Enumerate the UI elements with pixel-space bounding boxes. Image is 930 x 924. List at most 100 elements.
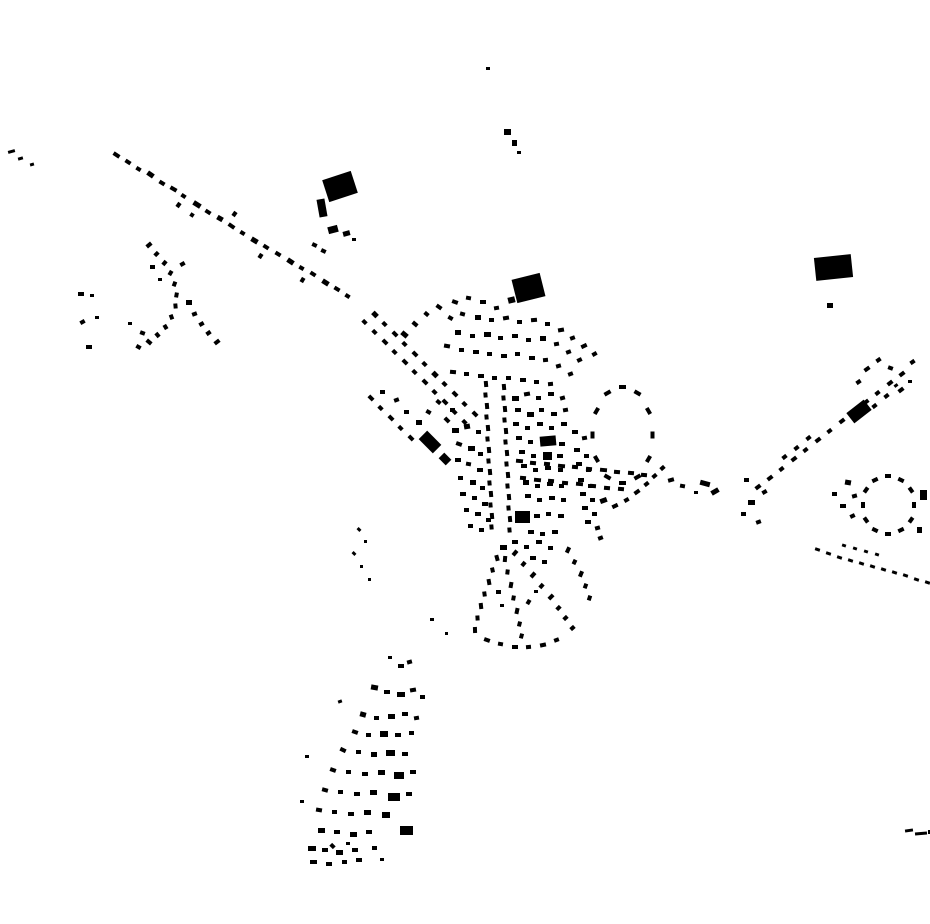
building-footprint xyxy=(564,546,572,554)
building-footprint xyxy=(496,590,501,594)
building-footprint xyxy=(542,560,547,564)
building-footprint xyxy=(397,692,405,697)
cluster-north-marks xyxy=(486,67,521,154)
building-footprint xyxy=(192,200,202,209)
building-footprint xyxy=(452,428,459,433)
building-footprint xyxy=(393,397,400,403)
building-footprint xyxy=(504,461,509,467)
building-footprint xyxy=(145,338,153,346)
cluster-farm-north xyxy=(507,272,546,304)
building-footprint xyxy=(498,336,503,340)
building-footprint xyxy=(407,434,415,442)
building-footprint xyxy=(475,615,480,621)
building-footprint xyxy=(315,807,323,813)
building-footprint xyxy=(552,530,558,534)
building-footprint xyxy=(613,469,621,475)
building-footprint xyxy=(494,554,500,562)
building-footprint xyxy=(86,345,92,349)
building-footprint xyxy=(216,214,224,223)
building-footprint xyxy=(112,151,121,159)
building-footprint xyxy=(348,812,354,816)
building-footprint xyxy=(538,582,545,590)
building-footprint xyxy=(461,400,468,408)
building-footprint xyxy=(512,540,518,544)
building-footprint xyxy=(523,480,529,485)
building-footprint xyxy=(381,320,388,328)
building-footprint xyxy=(558,468,563,472)
building-footprint xyxy=(545,466,551,470)
building-footprint xyxy=(435,398,442,406)
building-footprint xyxy=(459,311,466,317)
building-footprint xyxy=(322,170,358,203)
cluster-core-main-street xyxy=(483,380,513,533)
building-footprint xyxy=(482,502,488,506)
building-footprint xyxy=(298,265,305,271)
building-footprint xyxy=(329,767,337,773)
building-footprint xyxy=(321,787,329,793)
building-footprint xyxy=(516,621,523,627)
building-footprint xyxy=(342,860,347,864)
building-footprint xyxy=(367,394,375,402)
building-footprint xyxy=(651,472,658,480)
building-footprint xyxy=(515,511,530,523)
building-footprint xyxy=(286,257,295,266)
building-footprint xyxy=(503,427,509,435)
building-footprint xyxy=(588,484,593,488)
building-footprint xyxy=(438,452,452,466)
building-footprint xyxy=(162,323,169,331)
building-footprint xyxy=(79,319,86,325)
cluster-core-nw-diagonal-road xyxy=(361,310,479,426)
building-footprint xyxy=(891,570,898,575)
building-footprint xyxy=(316,198,328,218)
building-footprint xyxy=(7,149,16,154)
building-footprint xyxy=(813,254,854,281)
building-footprint xyxy=(874,389,881,397)
building-footprint xyxy=(519,450,525,454)
building-footprint xyxy=(128,322,132,325)
building-footprint xyxy=(766,474,774,482)
building-footprint xyxy=(139,330,146,336)
building-footprint xyxy=(571,558,578,566)
building-footprint xyxy=(174,292,179,298)
cluster-far-west-marks xyxy=(78,292,146,349)
building-footprint xyxy=(699,479,711,488)
building-footprint xyxy=(418,430,442,454)
building-footprint xyxy=(617,486,625,492)
building-footprint xyxy=(528,530,534,534)
building-footprint xyxy=(351,551,357,556)
cluster-core-east-flank xyxy=(572,430,686,541)
building-footprint xyxy=(406,659,413,665)
building-footprint xyxy=(342,230,351,237)
building-footprint xyxy=(468,524,473,528)
building-footprint xyxy=(487,468,493,476)
building-footprint xyxy=(359,711,367,718)
building-footprint xyxy=(450,408,455,412)
building-footprint xyxy=(569,624,576,632)
building-footprint xyxy=(380,731,388,737)
building-footprint xyxy=(169,185,178,193)
building-footprint xyxy=(593,406,600,416)
building-footprint xyxy=(158,278,162,281)
building-footprint xyxy=(512,396,519,401)
building-footprint xyxy=(421,360,428,368)
building-footprint xyxy=(423,310,430,318)
building-footprint xyxy=(333,285,341,293)
building-footprint xyxy=(387,414,395,422)
building-footprint xyxy=(515,352,520,356)
building-footprint xyxy=(528,440,533,444)
building-footprint xyxy=(909,358,916,366)
building-footprint xyxy=(401,358,409,366)
building-footprint xyxy=(841,543,847,548)
building-footprint xyxy=(262,243,270,251)
building-footprint xyxy=(562,407,569,413)
building-footprint xyxy=(533,477,542,483)
building-footprint xyxy=(802,446,809,454)
building-footprint xyxy=(840,504,846,508)
building-footprint xyxy=(500,604,504,607)
building-footprint xyxy=(377,404,384,412)
building-footprint xyxy=(366,830,372,834)
building-footprint xyxy=(572,430,578,434)
building-footprint xyxy=(871,526,879,534)
building-footprint xyxy=(506,493,512,501)
building-footprint xyxy=(534,514,540,518)
